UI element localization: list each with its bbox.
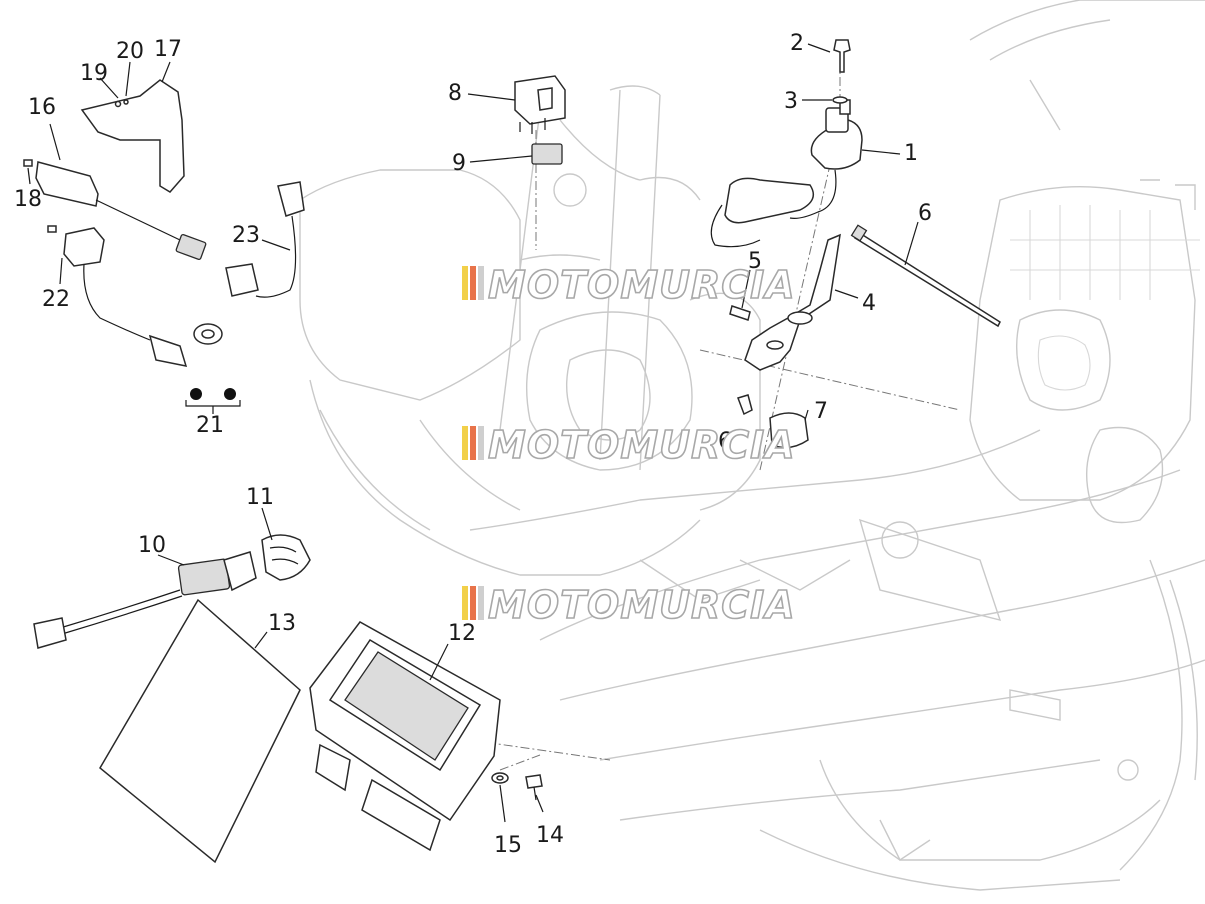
callout-15: 15 <box>494 833 522 858</box>
callout-23: 23 <box>232 223 260 248</box>
callout-13: 13 <box>268 611 296 636</box>
washer <box>832 96 848 104</box>
harness-connector <box>33 551 257 649</box>
callout-12: 12 <box>448 621 476 646</box>
watermark-text: MOTOMURCIA <box>488 263 796 307</box>
watermark-stripes <box>462 426 484 460</box>
unit-screw <box>525 774 543 801</box>
callout-7: 7 <box>814 399 828 424</box>
leader-lines <box>27 43 919 823</box>
watermark-top: MOTOMURCIA <box>462 262 796 308</box>
relay <box>514 75 566 134</box>
unit-washer <box>491 772 509 784</box>
callout-10: 10 <box>138 533 166 558</box>
module-screw <box>23 159 33 167</box>
ignition-coil <box>710 99 863 248</box>
callout-labels: 1 2 3 4 5 6 6 7 8 9 10 11 12 13 14 15 16… <box>14 31 932 858</box>
callout-22: 22 <box>42 287 70 312</box>
callout-3: 3 <box>784 89 798 114</box>
watermark-stripes <box>462 586 484 620</box>
control-unit <box>309 621 501 852</box>
watermark-bottom: MOTOMURCIA <box>462 582 796 628</box>
callout-1: 1 <box>904 141 918 166</box>
callout-2: 2 <box>790 31 804 56</box>
watermark-text: MOTOMURCIA <box>488 583 796 627</box>
callout-17: 17 <box>154 37 182 62</box>
coil-bracket <box>744 233 841 371</box>
callout-21: 21 <box>196 413 224 438</box>
short-harness <box>225 181 305 298</box>
relay-cap <box>531 143 563 165</box>
clamp <box>737 394 809 449</box>
callout-4: 4 <box>862 291 876 316</box>
callout-8: 8 <box>448 81 462 106</box>
callout-9: 9 <box>452 151 466 176</box>
info-card <box>99 598 301 864</box>
callout-16: 16 <box>28 95 56 120</box>
callout-19: 19 <box>80 61 108 86</box>
terminal-pair <box>185 388 241 414</box>
callout-6: 6 <box>918 201 932 226</box>
callout-18: 18 <box>14 187 42 212</box>
callout-6-lower: 6 <box>718 429 732 454</box>
callout-5: 5 <box>748 249 762 274</box>
assembly-lines <box>469 60 961 771</box>
watermark-middle: MOTOMURCIA <box>462 422 796 468</box>
cable-tie <box>850 224 1001 328</box>
callout-14: 14 <box>536 823 564 848</box>
watermark-text: MOTOMURCIA <box>488 423 796 467</box>
rubber-boot <box>261 534 311 581</box>
callout-11: 11 <box>246 485 274 510</box>
screw <box>833 39 851 73</box>
bracket-screw <box>729 305 751 321</box>
callout-20: 20 <box>116 39 144 64</box>
auxiliary-relay <box>47 225 223 367</box>
sensor-module <box>35 161 207 260</box>
watermark-stripes <box>462 266 484 300</box>
mounting-bracket <box>80 79 185 193</box>
